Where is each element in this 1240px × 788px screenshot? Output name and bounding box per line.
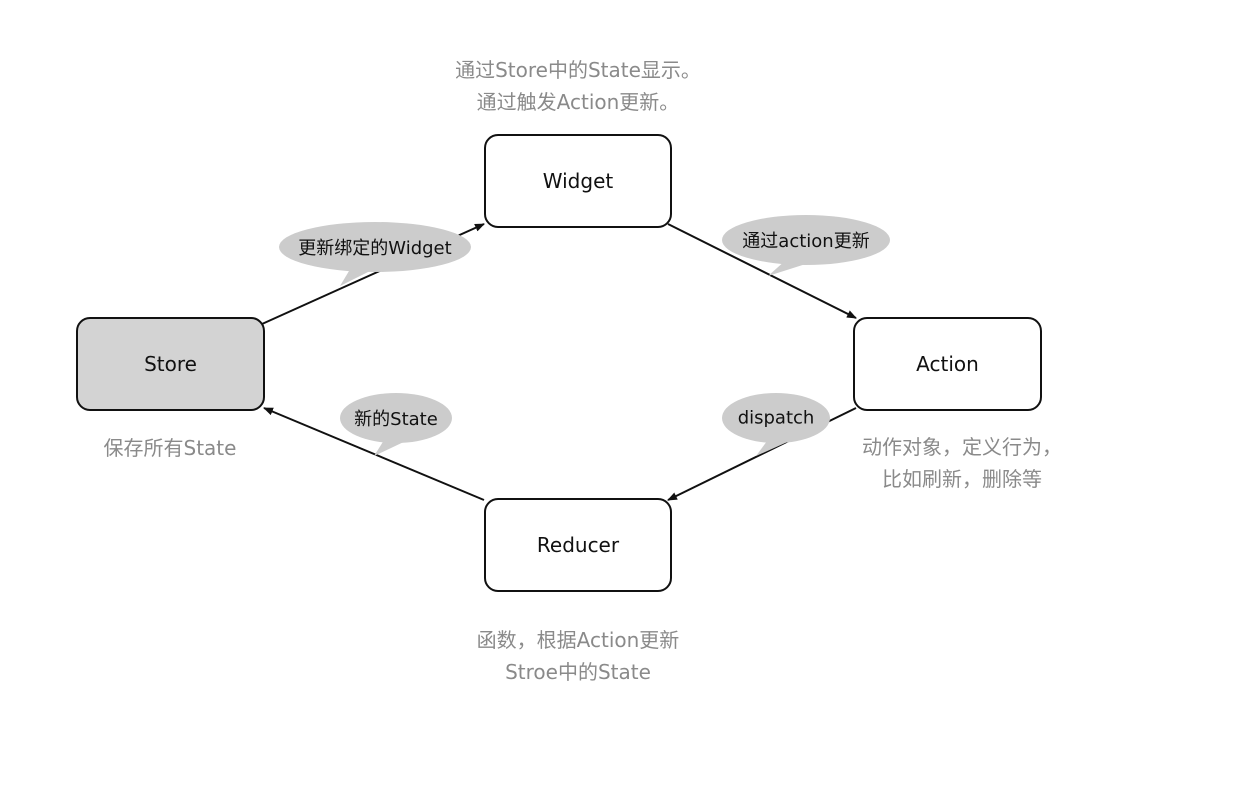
node-action: Action	[853, 317, 1042, 411]
bubble-widget-to-action	[722, 215, 890, 276]
node-reducer: Reducer	[484, 498, 672, 592]
bubble-reducer-to-store	[340, 393, 452, 456]
note-reducer-line-2: Stroe中的State	[505, 660, 651, 684]
node-store: Store	[76, 317, 265, 411]
note-widget-line-2: 通过触发Action更新。	[476, 90, 680, 114]
node-widget: Widget	[484, 134, 672, 228]
note-action-line-2: 比如刷新，删除等	[882, 467, 1042, 491]
note-store: 保存所有State	[60, 432, 280, 464]
label-reducer-to-store: 新的State	[354, 409, 438, 430]
edge-widget-to-action	[667, 223, 857, 319]
note-store-line-1: 保存所有State	[103, 436, 237, 460]
label-action-to-reducer: dispatch	[737, 407, 815, 429]
note-reducer: 函数，根据Action更新 Stroe中的State	[428, 624, 728, 688]
note-reducer-line-1: 函数，根据Action更新	[476, 628, 680, 652]
bubble-action-to-reducer	[722, 393, 830, 456]
note-widget-line-1: 通过Store中的State显示。	[455, 58, 701, 82]
note-action: 动作对象，定义行为， 比如刷新，删除等	[832, 431, 1092, 495]
note-action-line-1: 动作对象，定义行为，	[862, 435, 1062, 459]
note-widget: 通过Store中的State显示。 通过触发Action更新。	[418, 54, 738, 118]
bubble-store-to-widget	[279, 222, 471, 286]
edge-reducer-to-store	[263, 407, 485, 501]
label-store-to-widget: 更新绑定的Widget	[298, 238, 452, 259]
label-widget-to-action: 通过action更新	[742, 231, 870, 252]
